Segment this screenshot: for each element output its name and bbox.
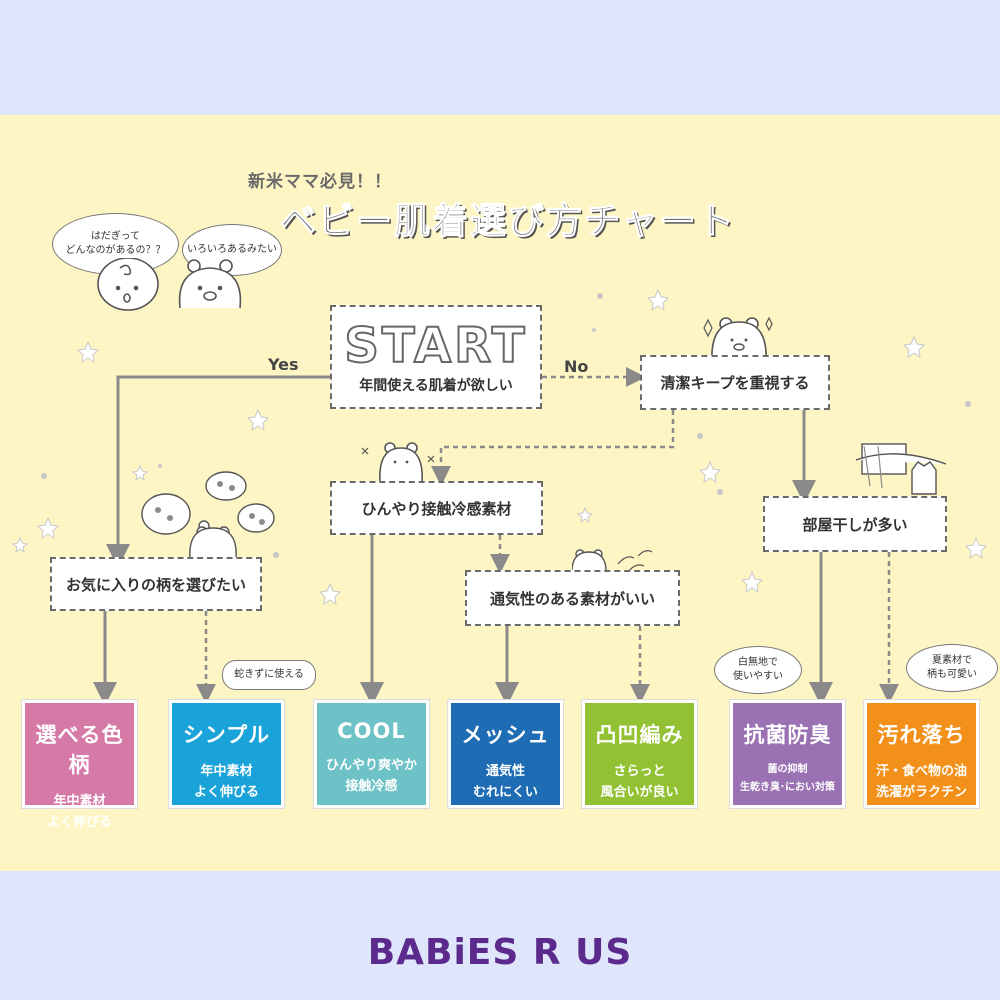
yes-label: Yes — [268, 355, 299, 374]
arrow-clean-no — [431, 410, 675, 486]
question-favorite-pattern: お気に入りの柄を選びたい — [50, 557, 262, 611]
question-breathable: 通気性のある素材がいい — [465, 570, 680, 626]
star-icon — [36, 516, 60, 540]
bear-illustration-cool — [361, 442, 435, 482]
result-card-mesh[interactable]: メッシュ 通気性 むれにくい — [448, 700, 563, 808]
result-card-stain[interactable]: 汚れ落ち 汗・食べ物の油 洗濯がラクチン — [864, 700, 979, 808]
result-title: 凸凹編み — [595, 723, 684, 747]
result-card-cool[interactable]: COOL ひんやり爽やか 接触冷感 — [314, 700, 429, 808]
result-description: 通気性 むれにくい — [473, 764, 538, 800]
star-icon — [740, 570, 764, 594]
simple-note-bubble: 蛇きずに使える — [222, 660, 316, 690]
stain-note-bubble: 夏素材で 柄も可愛い — [906, 644, 998, 692]
result-title: COOL — [337, 719, 406, 743]
start-question: 年間使える肌着が欲しい — [359, 378, 513, 394]
bear-illustration-breathable — [572, 549, 653, 574]
star-icon — [576, 506, 594, 524]
result-description: ひんやり爽やか 接触冷感 — [325, 758, 417, 794]
star-icon — [964, 536, 988, 560]
result-title: メッシュ — [461, 723, 550, 747]
result-description: 年中素材 よく伸びる — [193, 764, 259, 800]
bear-illustration-top — [703, 316, 773, 362]
result-title: シンプル — [182, 723, 271, 747]
result-description: 年中素材 よく伸びる — [46, 794, 112, 830]
chart-subtitle: 新米ママ必見！！ — [248, 172, 392, 192]
result-description: さらっと 風合いが良い — [600, 764, 679, 800]
laundry-illustration — [856, 443, 946, 495]
result-description: 汗・食べ物の油 洗濯がラクチン — [875, 764, 967, 800]
result-title: 選べる色柄 — [35, 723, 124, 777]
no-label: No — [564, 357, 589, 376]
result-title: 汚れ落ち — [877, 723, 966, 747]
star-icon — [646, 288, 670, 312]
question-indoor-drying: 部屋干しが多い — [763, 496, 947, 552]
result-card-antibac[interactable]: 抗菌防臭 菌の抑制 生乾き臭･におい対策 — [730, 700, 845, 808]
arrow-start-yes — [106, 375, 330, 568]
result-description: 菌の抑制 生乾き臭･におい対策 — [740, 764, 835, 793]
chart-title: ベビー肌着選び方チャート — [280, 201, 736, 243]
bear-thinking-illustration — [141, 471, 275, 558]
start-label: START — [343, 318, 528, 374]
antibac-note-bubble: 白無地で 使いやすい — [714, 646, 802, 694]
question-cool-material: ひんやり接触冷感素材 — [330, 481, 543, 535]
star-icon — [318, 582, 342, 606]
result-card-pattern[interactable]: 選べる色柄 年中素材 よく伸びる — [22, 700, 137, 830]
result-title: 抗菌防臭 — [743, 723, 832, 747]
question-cleanliness: 清潔キープを重視する — [640, 355, 830, 410]
star-icon — [902, 335, 926, 359]
star-icon — [698, 460, 722, 484]
star-icon — [131, 464, 149, 482]
result-card-waffle[interactable]: 凸凹編み さらっと 風合いが良い — [582, 700, 697, 808]
star-icon — [246, 408, 270, 432]
result-card-simple[interactable]: シンプル 年中素材 よく伸びる — [169, 700, 284, 808]
babies-r-us-logo: BABiES R US — [367, 932, 633, 973]
star-icon — [11, 536, 29, 554]
baby-and-bear-illustration — [97, 258, 242, 311]
start-box: START 年間使える肌着が欲しい — [330, 305, 542, 409]
star-icon — [76, 340, 100, 364]
